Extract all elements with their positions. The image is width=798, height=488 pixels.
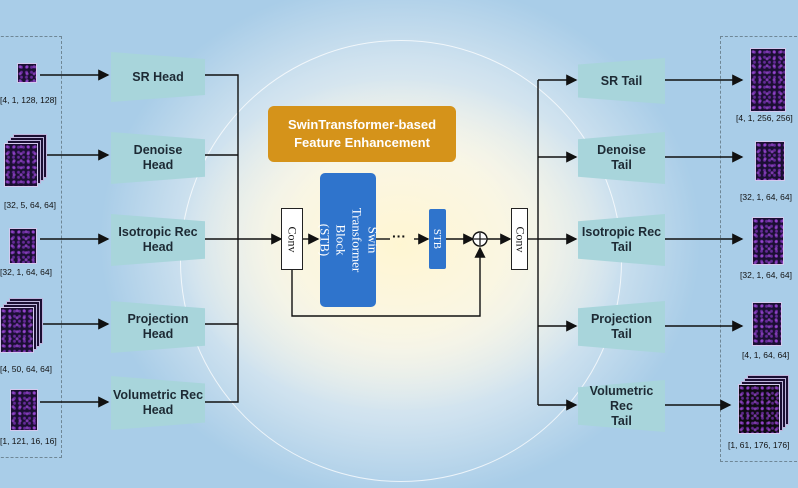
input-dims-projection: [4, 50, 64, 64] <box>0 364 52 374</box>
denoise-tail: Denoise Tail <box>578 132 665 184</box>
output-image-denoise <box>755 141 785 181</box>
denoise-tail-label: Denoise Tail <box>597 143 646 172</box>
projection-head: Projection Head <box>111 301 205 353</box>
input-image-sr <box>17 63 37 83</box>
input-images-panel <box>0 36 62 458</box>
sr-head: SR Head <box>111 52 205 102</box>
output-dims-sr: [4, 1, 256, 256] <box>736 113 793 123</box>
sr-tail: SR Tail <box>578 58 665 104</box>
output-dims-volumetric: [1, 61, 176, 176] <box>728 440 790 450</box>
volumetric-rec-tail: Volumetric Rec Tail <box>578 380 665 432</box>
output-dims-denoise: [32, 1, 64, 64] <box>740 192 792 202</box>
output-images-panel <box>720 36 798 462</box>
conv-out-label: Conv <box>513 225 528 253</box>
conv-in-label: Conv <box>285 225 300 253</box>
isotropic-rec-head-label: Isotropic Rec Head <box>118 225 198 254</box>
volumetric-rec-head: Volumetric Rec Head <box>111 376 205 430</box>
stb-block-small-label: STB <box>431 228 444 250</box>
input-image-denoise <box>4 143 38 187</box>
output-dims-projection: [4, 1, 64, 64] <box>742 350 790 360</box>
swin-transformer-block: Swin Transformer Block (STB) <box>317 173 380 307</box>
feature-enhancement-title: SwinTransformer-based Feature Enhancemen… <box>268 106 456 162</box>
denoise-head: Denoise Head <box>111 132 205 184</box>
conv-out-block: Conv <box>511 208 528 270</box>
output-image-isotropic <box>752 217 784 265</box>
output-image-sr <box>750 48 786 112</box>
swin-transformer-block-label: Swin Transformer Block (STB) <box>317 207 381 273</box>
isotropic-rec-tail-label: Isotropic Rec Tail <box>581 225 662 254</box>
output-image-volumetric <box>738 384 780 434</box>
sr-tail-label: SR Tail <box>600 73 643 88</box>
denoise-head-label: Denoise Head <box>133 143 183 172</box>
projection-tail-label: Projection Tail <box>590 312 653 341</box>
isotropic-rec-head: Isotropic Rec Head <box>111 214 205 266</box>
ellipsis: ··· <box>392 228 406 244</box>
input-dims-isotropic: [32, 1, 64, 64] <box>0 267 52 277</box>
volumetric-rec-head-label: Volumetric Rec Head <box>112 388 204 417</box>
output-dims-isotropic: [32, 1, 64, 64] <box>740 270 792 280</box>
projection-head-label: Projection Head <box>127 312 189 341</box>
input-dims-denoise: [32, 5, 64, 64] <box>4 200 56 210</box>
feature-enhancement-title-text: SwinTransformer-based Feature Enhancemen… <box>287 117 437 150</box>
input-dims-sr: [4, 1, 128, 128] <box>0 95 57 105</box>
isotropic-rec-tail: Isotropic Rec Tail <box>578 214 665 266</box>
projection-tail: Projection Tail <box>578 301 665 353</box>
volumetric-rec-tail-label: Volumetric Rec Tail <box>589 383 654 428</box>
input-image-projection <box>0 307 34 353</box>
input-image-isotropic <box>9 228 37 264</box>
output-image-projection <box>752 302 782 346</box>
input-image-volumetric <box>10 389 38 431</box>
sr-head-label: SR Head <box>132 69 184 84</box>
conv-in-block: Conv <box>281 208 303 270</box>
input-dims-volumetric: [1, 121, 16, 16] <box>0 436 57 446</box>
stb-block-small: STB <box>429 209 446 269</box>
